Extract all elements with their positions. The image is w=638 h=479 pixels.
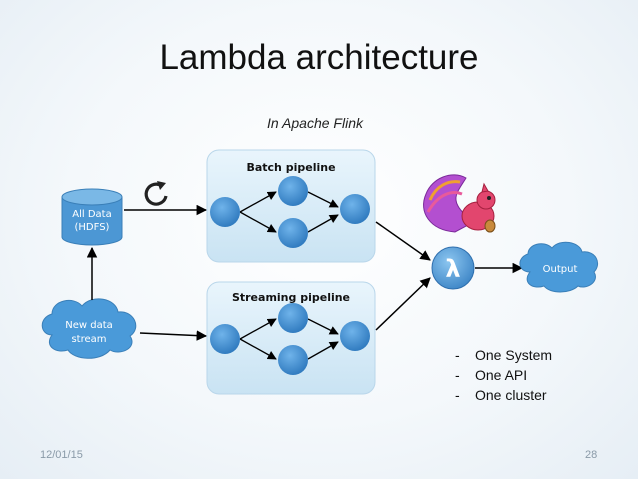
page-number: 28 [585, 449, 598, 461]
batch-pipeline: Batch pipeline [206, 149, 376, 263]
lambda-node: λ [431, 246, 475, 290]
new-data-label-line1: New data [65, 320, 113, 331]
feature-list: One System One API One cluster [455, 345, 552, 405]
batch-pipeline-label: Batch pipeline [246, 161, 335, 174]
stream-node-lower [278, 345, 308, 375]
stream-node-source [210, 324, 240, 354]
lambda-symbol: λ [445, 255, 460, 283]
slide-title: Lambda architecture [159, 38, 479, 77]
batch-node-sink [340, 194, 370, 224]
streaming-pipeline: Streaming pipeline [206, 281, 376, 395]
new-data-stream-cloud: New data stream [41, 298, 137, 359]
footer-date: 12/01/15 [40, 449, 83, 461]
output-label: Output [543, 264, 578, 275]
batch-node-upper [278, 176, 308, 206]
slide-subtitle: In Apache Flink [267, 115, 363, 131]
all-data-label-line1: All Data [72, 209, 111, 220]
new-data-label-line2: stream [71, 334, 106, 345]
all-data-storage: All Data (HDFS) [61, 188, 123, 246]
all-data-label-line2: (HDFS) [75, 222, 110, 233]
flink-squirrel-logo [423, 174, 496, 233]
output-cloud: Output [519, 241, 598, 293]
streaming-pipeline-label: Streaming pipeline [232, 291, 350, 304]
batch-node-lower [278, 218, 308, 248]
feature-list-item: One cluster [455, 385, 552, 405]
stream-node-upper [278, 303, 308, 333]
feature-list-item: One System [455, 345, 552, 365]
stream-node-sink [340, 321, 370, 351]
feature-list-item: One API [455, 365, 552, 385]
refresh-icon [144, 181, 168, 206]
batch-node-source [210, 197, 240, 227]
